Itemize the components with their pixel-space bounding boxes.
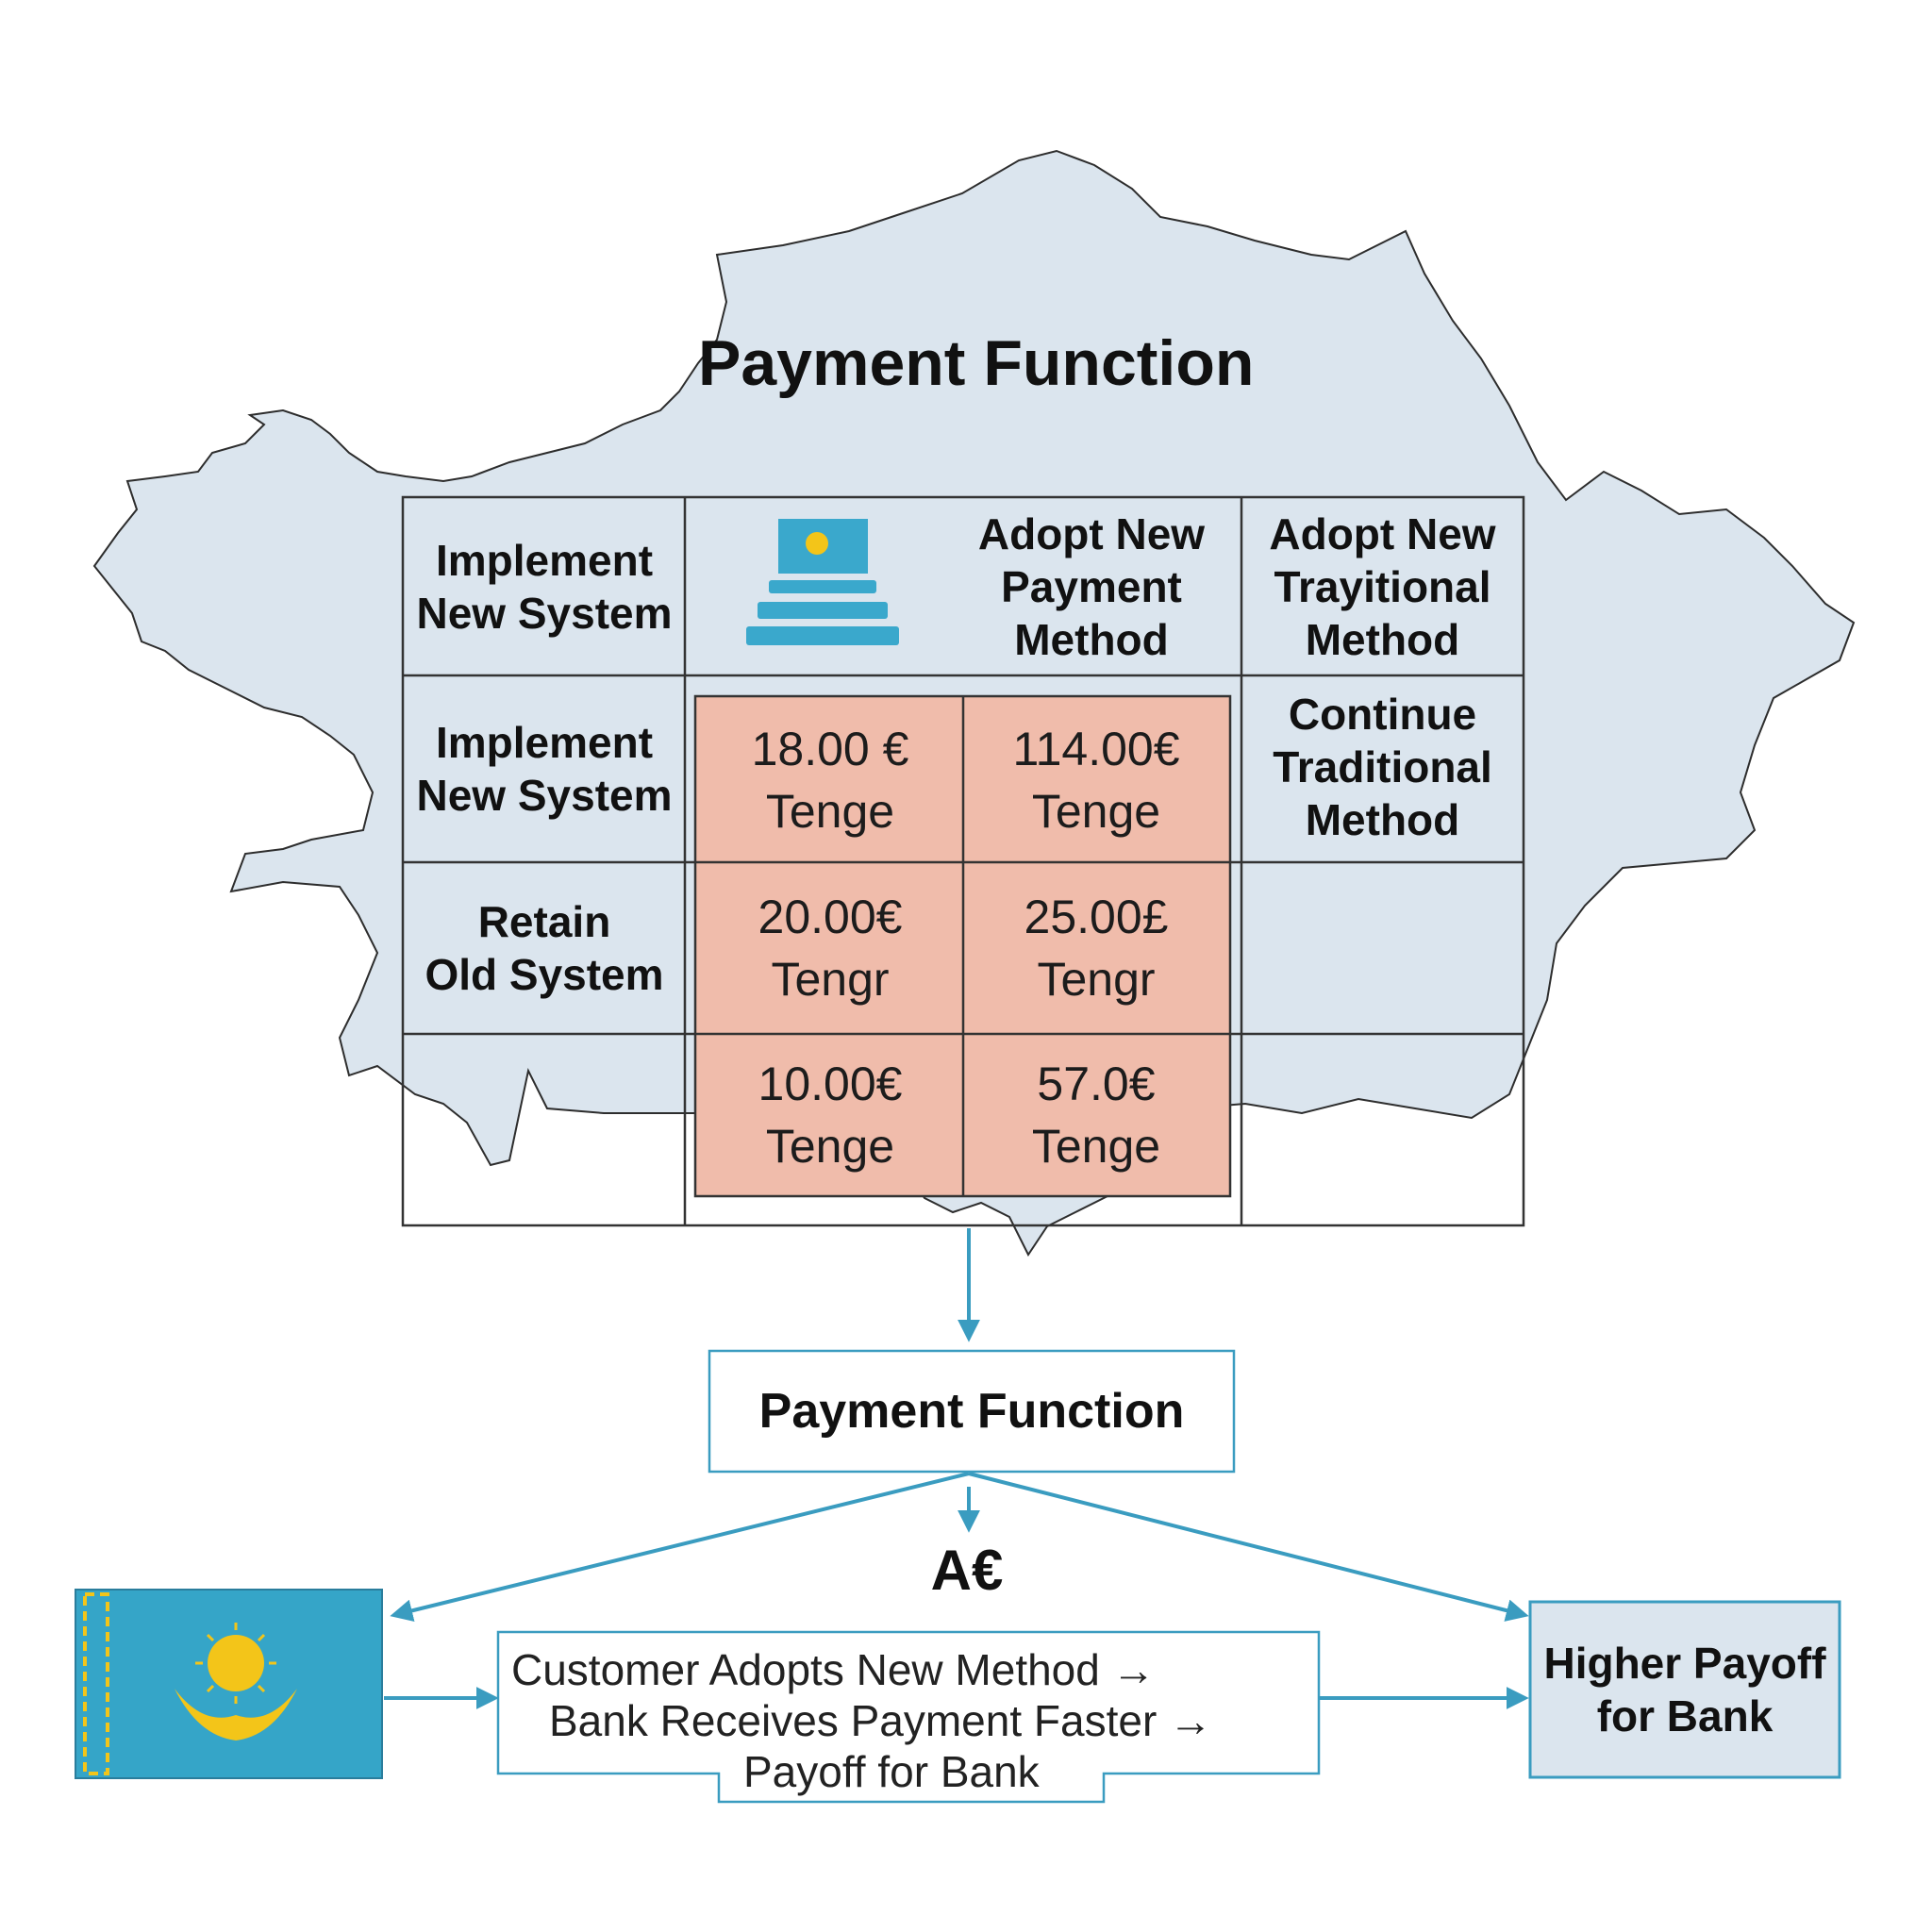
col3-label-continue-traditional-method: Continue Traditional Method <box>1273 690 1492 844</box>
payoff-cell: 25.00£ Tengr <box>1024 891 1169 1006</box>
header-implement-new-system: Implement New System <box>416 536 673 638</box>
header-adopt-new-payment-method: Adopt New Payment Method <box>977 509 1206 664</box>
payoff-cell: 20.00€ Tengr <box>758 891 903 1006</box>
kazakhstan-flag-icon <box>75 1589 383 1779</box>
flow-line-1: Customer Adopts New Method → <box>511 1645 1156 1694</box>
payment-terminal-icon <box>746 519 899 645</box>
payoff-cell: 10.00€ Tenge <box>758 1058 903 1173</box>
flow-line-3: Payoff for Bank <box>743 1747 1040 1796</box>
page-title: Payment Function <box>698 327 1255 399</box>
flow-line-2: Bank Receives Payment Faster → <box>549 1696 1213 1745</box>
row-label-retain-old-system: Retain Old System <box>425 897 664 999</box>
higher-payoff-box: Higher Payoff for Bank <box>1543 1639 1826 1740</box>
payoff-cell: 114.00€ Tenge <box>1012 723 1180 838</box>
currency-symbol: A€ <box>930 1539 1004 1602</box>
header-adopt-new-traditional-method: Adopt New Trayitional Method <box>1269 509 1496 664</box>
row-label-implement-new-system: Implement New System <box>416 718 673 820</box>
payoff-cell: 57.0€ Tenge <box>1031 1058 1161 1173</box>
flow-chain-box: Customer Adopts New Method → Bank Receiv… <box>498 1626 1328 1806</box>
payment-function-box: Payment Function <box>758 1384 1185 1439</box>
payoff-cell: 18.00 € Tenge <box>751 723 909 838</box>
